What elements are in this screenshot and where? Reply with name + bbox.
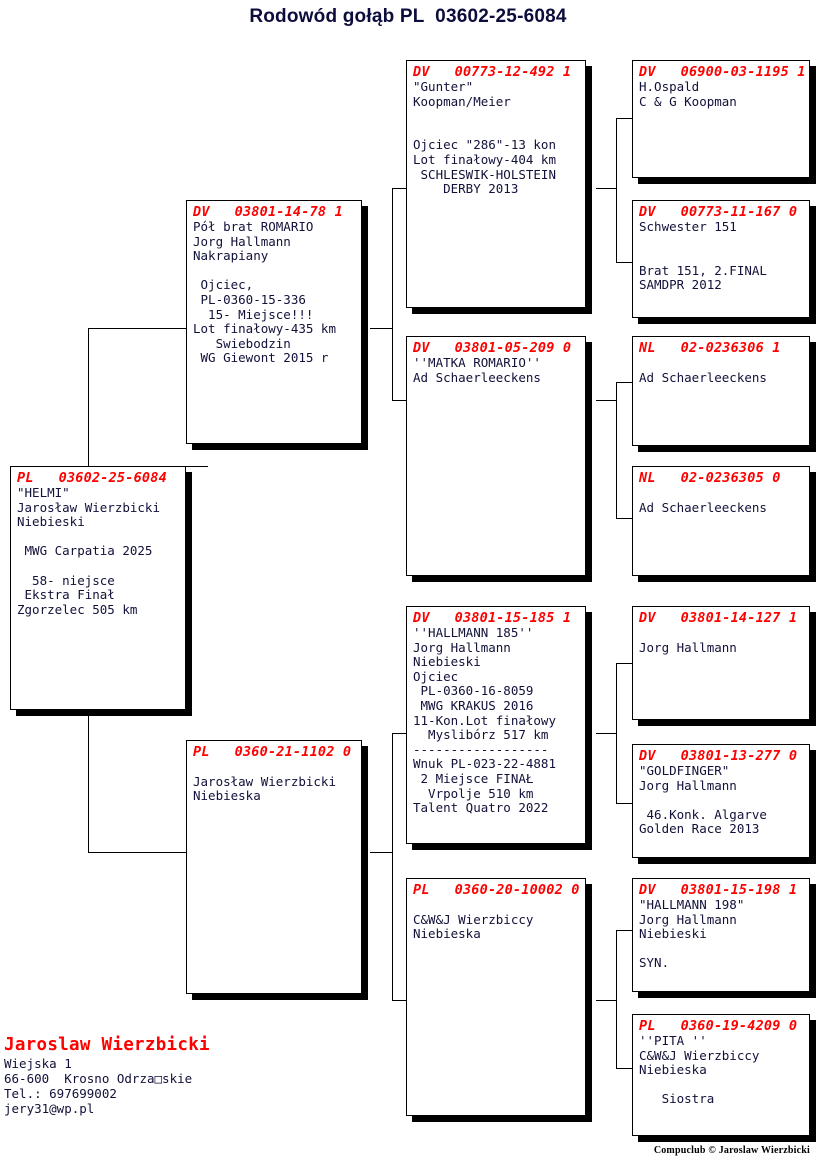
breeder-city: 66-600 Krosno Odrza□skie xyxy=(4,1071,193,1086)
ss-sire-id: DV 06900-03-1195 1 xyxy=(639,64,806,80)
pedigree-box-ss-dam[interactable]: DV 00773-11-167 0 Schwester 151 Brat 151… xyxy=(632,200,810,318)
breeder-phone: Tel.: 697699002 xyxy=(4,1086,117,1101)
breeder-name: Jaroslaw Wierzbicki xyxy=(4,1035,210,1055)
pedigree-box-dam-dam[interactable]: PL 0360-20-10002 0 C&W&J Wierzbiccy Nieb… xyxy=(406,878,586,1116)
breeder-street: Wiejska 1 xyxy=(4,1056,72,1071)
connector-ss-dam-branch xyxy=(616,262,636,263)
connector-dd-dam-branch xyxy=(616,1068,636,1069)
connector-dd-trunk xyxy=(616,930,617,1068)
pedigree-box-subject[interactable]: PL 03602-25-6084 "HELMI" Jarosław Wierzb… xyxy=(10,466,186,710)
connector-ds-branch xyxy=(392,733,410,734)
connector-sire-branch xyxy=(88,328,188,329)
dd-sire-id: DV 03801-15-198 1 xyxy=(639,882,798,898)
dd-dam-details: ''PITA '' C&W&J Wierzbiccy Niebieska Sio… xyxy=(639,1033,760,1107)
software-credit: Compuclub © Jaroslaw Wierzbicki xyxy=(653,1145,810,1156)
dam-dam-id: PL 0360-20-10002 0 xyxy=(413,882,580,898)
connector-sire-stub xyxy=(370,328,392,329)
connector-dd-sire-branch xyxy=(616,930,636,931)
pedigree-box-ss-sire[interactable]: DV 06900-03-1195 1 H.Ospald C & G Koopma… xyxy=(632,60,810,178)
dd-dam-id: PL 0360-19-4209 0 xyxy=(639,1018,798,1034)
pedigree-box-dd-dam[interactable]: PL 0360-19-4209 0 ''PITA '' C&W&J Wierzb… xyxy=(632,1014,810,1136)
sire-dam-details: ''MATKA ROMARIO'' Ad Schaerleeckens xyxy=(413,355,541,385)
connector-ss-branch xyxy=(392,188,410,189)
connector-sd-dam-branch xyxy=(616,518,636,519)
page-title: Rodowód gołąb PL 03602-25-6084 xyxy=(249,6,567,27)
dam-details: Jarosław Wierzbicki Niebieska xyxy=(193,773,336,804)
connector-sd-trunk xyxy=(616,382,617,518)
connector-dd-branch xyxy=(392,1000,410,1001)
dam-sire-details: ''HALLMANN 185'' Jorg Hallmann Niebieski… xyxy=(413,625,556,816)
subject-details: "HELMI" Jarosław Wierzbicki Niebieski MW… xyxy=(17,485,160,617)
ds-dam-details: "GOLDFINGER" Jorg Hallmann 46.Konk. Alga… xyxy=(639,763,767,837)
pedigree-box-sd-sire[interactable]: NL 02-0236306 1 Ad Schaerleeckens xyxy=(632,336,810,446)
connector-ds-sire-branch xyxy=(616,663,636,664)
pedigree-box-sire[interactable]: DV 03801-14-78 1 Pół brat ROMARIO Jorg H… xyxy=(186,200,362,444)
pedigree-box-dam[interactable]: PL 0360-21-1102 0 Jarosław Wierzbicki Ni… xyxy=(186,740,362,994)
connector-sd-sire-branch xyxy=(616,382,636,383)
sire-dam-id: DV 03801-05-209 0 xyxy=(413,340,572,356)
connector-ds-trunk xyxy=(616,663,617,803)
connector-sd-branch xyxy=(392,400,410,401)
sire-sire-details: "Gunter" Koopman/Meier Ojciec "286"-13 k… xyxy=(413,79,556,197)
sd-sire-details: Ad Schaerleeckens xyxy=(639,369,767,385)
connector-dam-branch xyxy=(88,852,188,853)
connector-ss-sire-branch xyxy=(616,118,636,119)
sire-details: Pół brat ROMARIO Jorg Hallmann Nakrapian… xyxy=(193,219,336,366)
connector-ss-trunk xyxy=(616,118,617,262)
ss-dam-id: DV 00773-11-167 0 xyxy=(639,204,798,220)
sire-id: DV 03801-14-78 1 xyxy=(193,204,343,220)
connector-ds-dam-branch xyxy=(616,803,636,804)
connector-dam-stub xyxy=(370,852,392,853)
ss-dam-details: Schwester 151 Brat 151, 2.FINAL SAMDPR 2… xyxy=(639,219,767,293)
sd-sire-id: NL 02-0236306 1 xyxy=(639,340,781,356)
pedigree-box-sd-dam[interactable]: NL 02-0236305 0 Ad Schaerleeckens xyxy=(632,466,810,576)
subject-id: PL 03602-25-6084 xyxy=(17,470,167,486)
pedigree-box-sire-dam[interactable]: DV 03801-05-209 0 ''MATKA ROMARIO'' Ad S… xyxy=(406,336,586,576)
connector-ds-stub xyxy=(596,733,616,734)
sd-dam-details: Ad Schaerleeckens xyxy=(639,499,767,515)
pedigree-box-dam-sire[interactable]: DV 03801-15-185 1 ''HALLMANN 185'' Jorg … xyxy=(406,606,586,844)
dam-sire-id: DV 03801-15-185 1 xyxy=(413,610,572,626)
pedigree-box-ds-sire[interactable]: DV 03801-14-127 1 Jorg Hallmann xyxy=(632,606,810,720)
connector-ss-stub xyxy=(596,188,616,189)
ds-dam-id: DV 03801-13-277 0 xyxy=(639,748,798,764)
pedigree-box-sire-sire[interactable]: DV 00773-12-492 1 "Gunter" Koopman/Meier… xyxy=(406,60,586,308)
dam-dam-details: C&W&J Wierzbiccy Niebieska xyxy=(413,911,534,942)
dd-sire-details: "HALLMANN 198" Jorg Hallmann Niebieski S… xyxy=(639,897,745,971)
connector-sire-trunk xyxy=(392,188,393,400)
sire-sire-id: DV 00773-12-492 1 xyxy=(413,64,572,80)
ds-sire-id: DV 03801-14-127 1 xyxy=(639,610,798,626)
sd-dam-id: NL 02-0236305 0 xyxy=(639,470,781,486)
dam-id: PL 0360-21-1102 0 xyxy=(193,744,352,760)
ds-sire-details: Jorg Hallmann xyxy=(639,639,737,655)
breeder-info: Jaroslaw Wierzbicki Wiejska 1 66-600 Kro… xyxy=(4,1034,334,1116)
pedigree-box-ds-dam[interactable]: DV 03801-13-277 0 "GOLDFINGER" Jorg Hall… xyxy=(632,744,810,858)
ss-sire-details: H.Ospald C & G Koopman xyxy=(639,79,737,109)
pedigree-box-dd-sire[interactable]: DV 03801-15-198 1 "HALLMANN 198" Jorg Ha… xyxy=(632,878,810,992)
connector-sd-stub xyxy=(596,400,616,401)
connector-dam-trunk xyxy=(392,733,393,1000)
breeder-email: jery31@wp.pl xyxy=(4,1101,95,1116)
connector-dd-stub xyxy=(596,1000,616,1001)
